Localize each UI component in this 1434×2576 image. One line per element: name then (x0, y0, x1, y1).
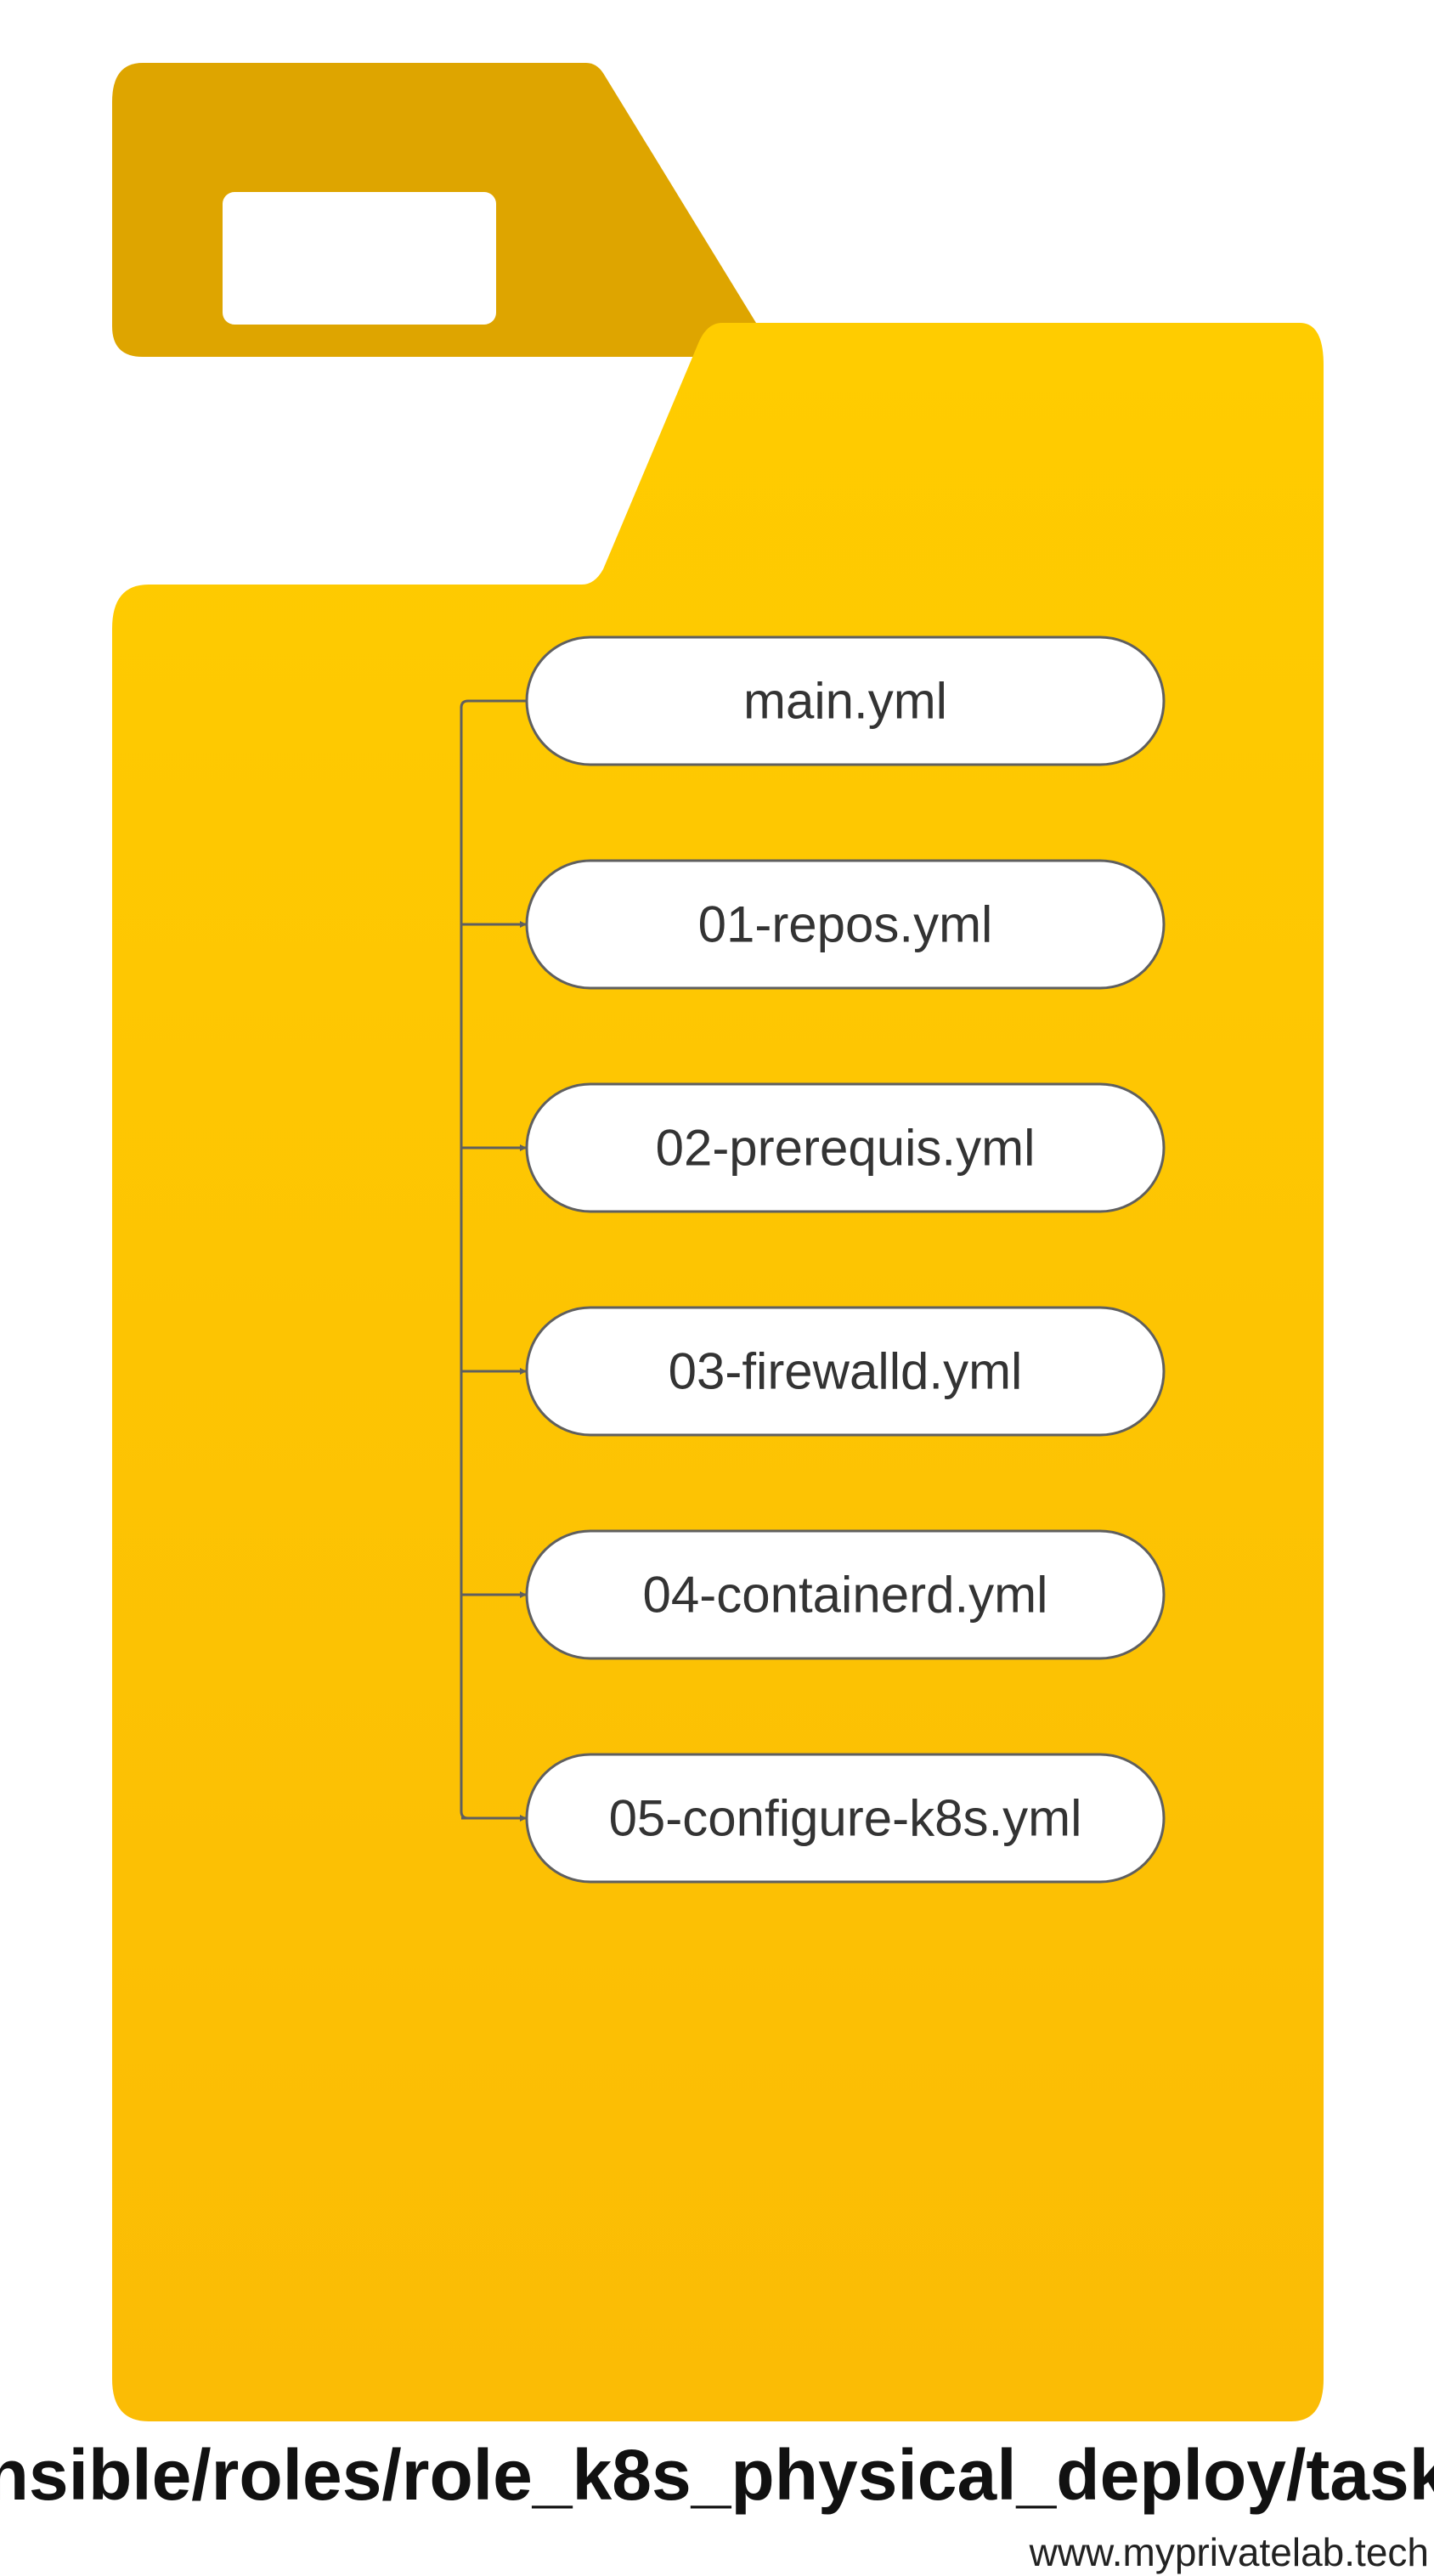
folder-icon (112, 63, 1324, 2421)
tree-child-node: 03-firewalld.yml (525, 1306, 1166, 1437)
folder-label-slot (223, 192, 496, 325)
tree-nodes: main.yml 01-repos.yml 02-prerequis.yml 03-f… (525, 636, 1166, 1884)
file-name-label: 03-firewalld.yml (669, 1343, 1023, 1400)
folder-path-caption: ansible/roles/role_k8s_physical_deploy/t… (0, 2435, 1434, 2515)
file-name-label: 01-repos.yml (698, 896, 993, 953)
tree-child-node: 02-prerequis.yml (525, 1082, 1166, 1213)
file-pill (525, 1082, 1166, 1213)
file-name-label: 04-containerd.yml (643, 1567, 1048, 1624)
tree-child-node: 04-containerd.yml (525, 1529, 1166, 1660)
watermark: www.myprivatelab.tech (1029, 2530, 1429, 2574)
tree-root-node: main.yml (525, 636, 1166, 766)
file-pill (525, 636, 1166, 766)
file-name-label: 02-prerequis.yml (656, 1120, 1036, 1177)
tree-connectors (460, 699, 527, 1822)
file-pill (525, 1753, 1166, 1884)
file-pill (525, 1306, 1166, 1437)
tree-child-node: 01-repos.yml (525, 859, 1166, 990)
file-pill (525, 1529, 1166, 1660)
file-name-label: main.yml (743, 673, 947, 730)
file-name-label: 05-configure-k8s.yml (609, 1790, 1082, 1847)
file-pill (525, 859, 1166, 990)
tree-child-node: 05-configure-k8s.yml (525, 1753, 1166, 1884)
